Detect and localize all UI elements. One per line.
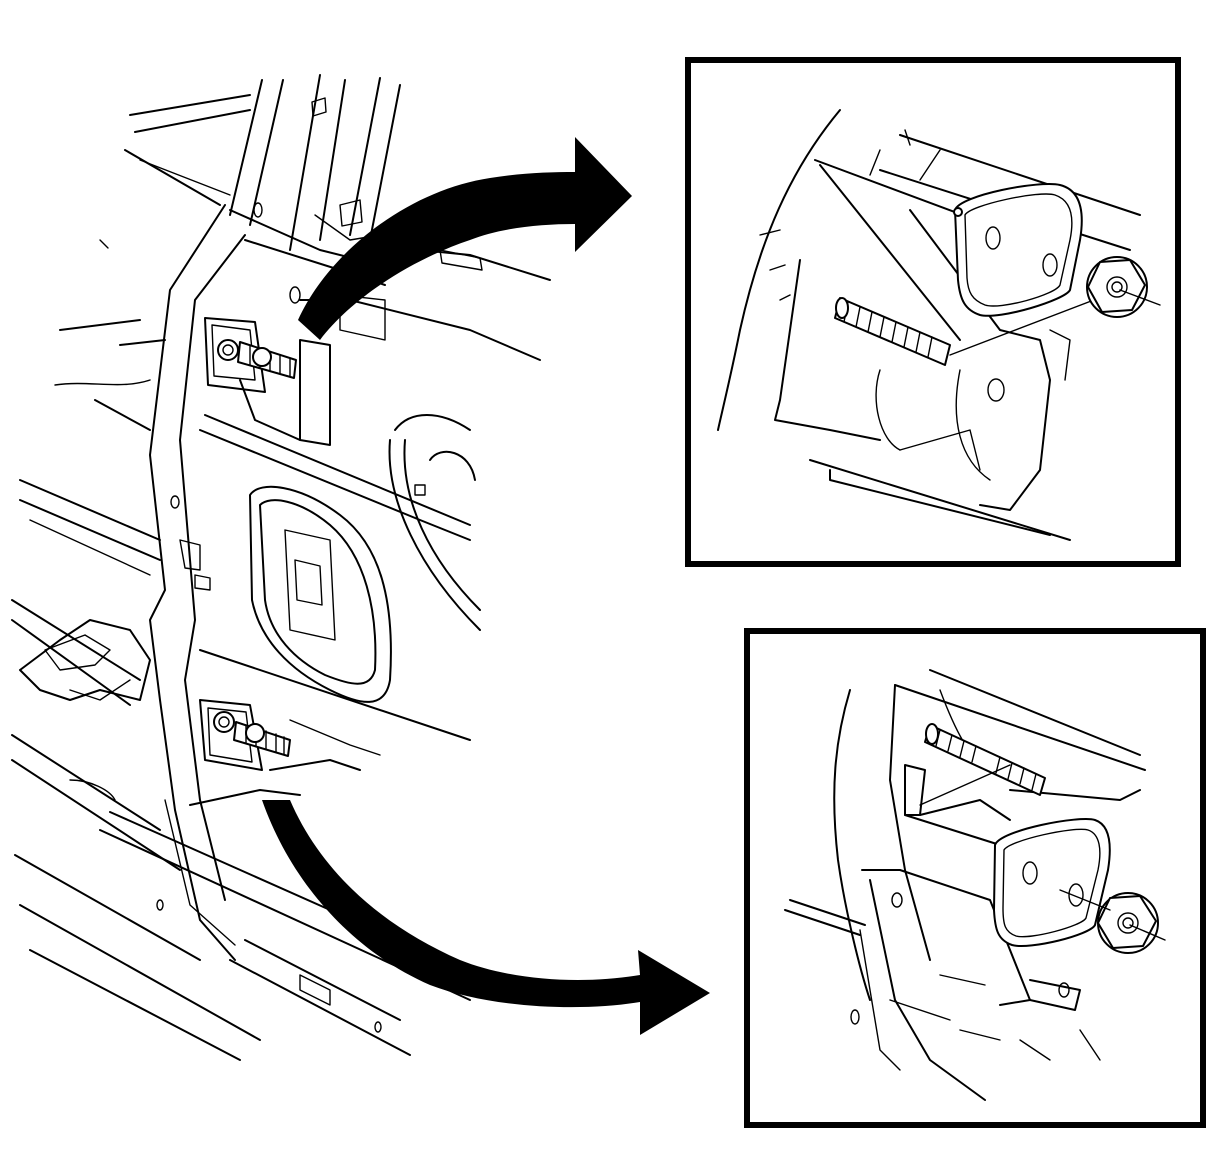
upper-detail-frame	[685, 57, 1181, 567]
lower-hinge-nut-icon	[213, 711, 235, 733]
upper-hinge-nut-icon	[217, 339, 239, 361]
arrow-curved-right-icon	[298, 137, 632, 340]
upper-hinge-detail-inset	[685, 57, 1181, 567]
lower-hinge-detail-inset	[744, 628, 1206, 1128]
upper-detail-nut-icon	[1086, 256, 1148, 318]
lower-detail-nut-icon	[1097, 892, 1159, 954]
arrow-curved-right-icon	[262, 800, 710, 1035]
lower-callout-arrow	[262, 800, 710, 1035]
lower-detail-frame	[744, 628, 1206, 1128]
roof-rail-lines	[124, 74, 401, 251]
upper-detail-drawing	[717, 109, 1161, 541]
upper-hinge	[204, 317, 301, 441]
upper-callout-arrow	[298, 137, 632, 340]
floor-sill-lines	[11, 479, 471, 1061]
lower-hinge	[199, 699, 381, 771]
floor-bracket	[11, 239, 166, 801]
inner-panel	[249, 249, 551, 703]
lower-detail-drawing	[784, 669, 1166, 1101]
main-pillar-view	[11, 74, 551, 1061]
